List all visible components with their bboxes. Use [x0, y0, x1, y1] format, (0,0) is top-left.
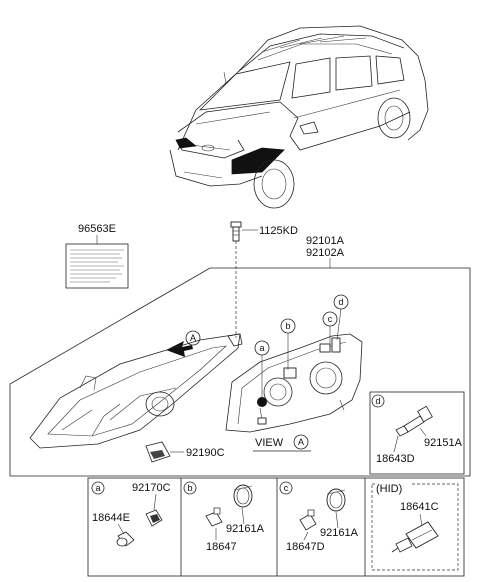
- callout-d: d: [333, 294, 349, 341]
- bottom-panels-frame: [87, 477, 465, 577]
- svg-text:d: d: [338, 297, 343, 307]
- panel-c: c 92161A 18647D: [279, 481, 359, 553]
- headlamp-rear-view: [225, 333, 363, 433]
- panel-b: b 92161A 18647: [183, 481, 265, 553]
- detail-d-box: [369, 391, 465, 475]
- label-96563E: 96563E: [78, 223, 116, 235]
- svg-text:c: c: [284, 483, 289, 493]
- arrow-letter: A: [190, 333, 196, 343]
- label-18643D: 18643D: [376, 453, 415, 465]
- hid-title: (HID): [376, 483, 402, 495]
- label-18644E: 18644E: [92, 512, 130, 524]
- label-92190C: 92190C: [186, 447, 225, 459]
- callout-c: c: [322, 311, 338, 346]
- panel-a: a 92170C 18644E: [91, 481, 171, 547]
- svg-text:b: b: [285, 321, 290, 331]
- svg-text:b: b: [187, 483, 192, 493]
- bolt-1125KD: [230, 221, 258, 338]
- sensor-92151A: [395, 405, 433, 437]
- svg-text:a: a: [95, 483, 100, 493]
- label-92161A-b: 92161A: [226, 523, 265, 535]
- label-92151A: 92151A: [424, 437, 463, 449]
- label-92101A: 92101A: [306, 235, 345, 247]
- label-1125KD: 1125KD: [259, 225, 298, 237]
- label-92161A-c: 92161A: [320, 527, 359, 539]
- callout-b: b: [280, 318, 296, 370]
- svg-text:c: c: [328, 314, 333, 324]
- label-18641C: 18641C: [400, 501, 439, 513]
- view-arrow: A: [166, 330, 201, 357]
- headlamp-front-view: [29, 333, 243, 449]
- view-letter: A: [298, 437, 304, 447]
- label-18647D: 18647D: [286, 541, 325, 553]
- caution-sticker: [65, 235, 129, 289]
- assembly-frame: [9, 267, 471, 477]
- detail-d-letter: d: [375, 396, 380, 406]
- view-label: VIEW: [255, 437, 284, 449]
- panel-hid: (HID) 18641C: [371, 482, 459, 571]
- vehicle-illustration: [169, 25, 429, 209]
- callout-a: a: [254, 340, 270, 398]
- label-18647: 18647: [206, 541, 237, 553]
- svg-text:a: a: [259, 343, 264, 353]
- bulb-holder-92190C: [145, 441, 184, 463]
- label-92102A: 92102A: [306, 247, 345, 259]
- label-92170C: 92170C: [132, 482, 171, 494]
